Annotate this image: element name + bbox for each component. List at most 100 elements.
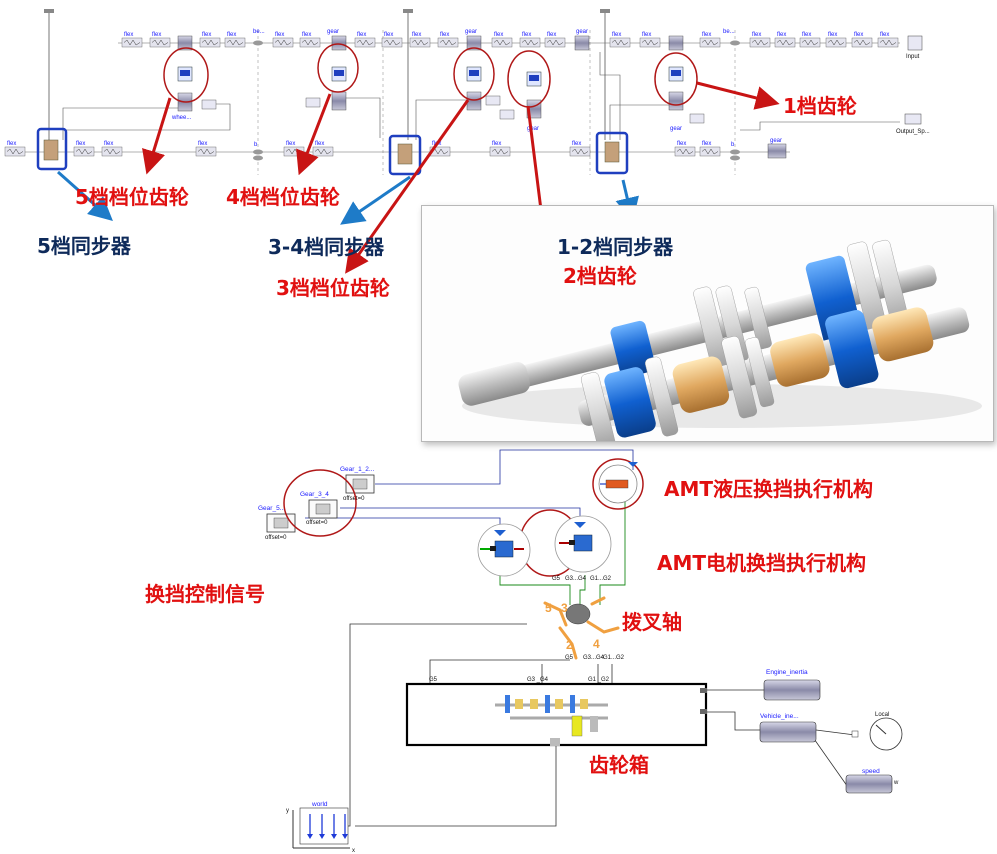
top-flex-label-21: flex: [854, 32, 863, 38]
label-gear3-position: 3档档位齿轮: [276, 276, 390, 300]
top-flex-block-19: [799, 37, 821, 48]
label-gear5-position: 5档档位齿轮: [75, 185, 189, 209]
gear5-label: Gear_5...: [258, 505, 285, 512]
top-flex-spring-21: [853, 39, 871, 46]
top-flex-label-17: flex: [752, 32, 761, 38]
top-flex-block-7: [354, 37, 376, 48]
speed-label: speed: [862, 768, 880, 775]
top-flex-spring-14: [611, 39, 629, 46]
gear-label-4: gear: [670, 126, 682, 132]
input-label: Input: [906, 54, 920, 60]
actuator-wires: [499, 500, 626, 605]
bottom-flex-blocks: [4, 146, 721, 157]
top-flex-block-9: [409, 37, 431, 48]
top-flex-block-8: [381, 37, 403, 48]
top-flex-label-20: flex: [828, 32, 837, 38]
top-flex-label-6: flex: [302, 32, 311, 38]
bearing-label-1: b: [254, 142, 258, 148]
shift-fork-shaft: 5 3 2 4 G5 G3...G4 G1...G2: [543, 596, 625, 661]
label-amt-hydraulic: AMT液压换挡执行机构: [664, 477, 874, 501]
bottom-flex-label-9: flex: [572, 141, 581, 147]
top-flex-spring-16: [701, 39, 719, 46]
engine-inertia: Engine_inertia: [763, 669, 821, 701]
top-flex-label-3: flex: [202, 32, 211, 38]
gear34-label: Gear_3_4: [300, 491, 329, 498]
top-flex-block-10: [437, 37, 459, 48]
label-sync5: 5档同步器: [37, 234, 131, 258]
top-flex-block-22: [877, 37, 899, 48]
top-flex-block-5: [272, 37, 294, 48]
top-flex-spring-3: [201, 39, 219, 46]
top-flex-block-14: [609, 37, 631, 48]
synchronizer-blocks: [36, 127, 629, 176]
top-flex-block-16: [699, 37, 721, 48]
vehicle-inertia: Vehicle_ine...: [759, 713, 817, 743]
world-frame: world y x: [286, 801, 355, 854]
top-flex-block-17: [749, 37, 771, 48]
label-gear2: 2档齿轮: [563, 264, 637, 288]
port-g3-mid: G3...G4: [583, 655, 605, 661]
top-flex-spring-20: [827, 39, 845, 46]
port-g5-mid: G5: [565, 655, 574, 661]
gearbox-port-g12: G1 _G2: [588, 677, 610, 683]
sync34-frame: [388, 134, 422, 176]
top-flex-block-13: [544, 37, 566, 48]
top-flex-label-14: flex: [612, 32, 621, 38]
bottom-flex-label-3: flex: [104, 141, 113, 147]
bottom-flex-label-6: flex: [315, 141, 324, 147]
bottom-flex-block-5: [283, 146, 305, 157]
bottom-flex-label-5: flex: [286, 141, 295, 147]
label-gear4-position: 4档档位齿轮: [226, 185, 340, 209]
label-sync34: 3-4档同步器: [268, 235, 385, 259]
gear12-offset: offset=0: [343, 496, 365, 502]
top-flex-block-1: [121, 37, 143, 48]
bottom-flex-spring-1: [6, 148, 24, 155]
top-flex-spring-18: [776, 39, 794, 46]
top-flex-spring-17: [751, 39, 769, 46]
wheel-label: whee...: [171, 115, 192, 121]
speed-w-label: w: [893, 780, 899, 786]
fork-digit-5: 5: [545, 601, 552, 615]
top-flex-spring-6: [301, 39, 319, 46]
top-flex-label-7: flex: [357, 32, 366, 38]
top-connection-lines: [62, 52, 900, 140]
output-label: Output_Sp...: [896, 129, 930, 135]
speed-sensor: speed w: [845, 768, 899, 794]
top-flex-label-16: flex: [702, 32, 711, 38]
top-flex-spring-11: [493, 39, 511, 46]
top-flex-label-15: flex: [642, 32, 651, 38]
top-flex-block-20: [825, 37, 847, 48]
bottom-flex-block-1: [4, 146, 26, 157]
port-g3-top: G3...G4: [565, 576, 587, 582]
bearing-label-2: b: [731, 142, 735, 148]
top-flex-label-9: flex: [412, 32, 421, 38]
top-flex-spring-19: [801, 39, 819, 46]
bottom-flex-label-4: flex: [198, 141, 207, 147]
bottom-flex-label-2: flex: [76, 141, 85, 147]
gear34-offset: offset=0: [306, 520, 328, 526]
top-flex-block-15: [639, 37, 661, 48]
gearbox-block: G5 G3 _G4 G1 _G2: [405, 677, 708, 747]
gear5-offset: offset=0: [265, 535, 287, 541]
sync12-frame: [595, 131, 629, 175]
gearbox-port-g5: G5: [429, 677, 438, 683]
gear-label-2: gear: [465, 29, 477, 35]
bottom-flex-label-10: flex: [677, 141, 686, 147]
red-arrows: [142, 81, 780, 278]
mount-lines: [48, 12, 606, 140]
label-fork-shaft: 拨叉轴: [622, 610, 682, 634]
input-block: Input: [906, 35, 923, 60]
top-flex-spring-1: [123, 39, 141, 46]
motor-actuator-left: [477, 523, 531, 577]
bottom-flex-block-9: [569, 146, 591, 157]
top-flex-spring-15: [641, 39, 659, 46]
top-flex-label-2: flex: [152, 32, 161, 38]
bearing-markers: b b: [253, 40, 740, 161]
bottom-flex-block-8: [489, 146, 511, 157]
gearbox-3d-illustration: [458, 239, 982, 441]
gear-stacks: gear gear gear be... be... whee..: [171, 29, 735, 132]
local-gauge: Local: [851, 712, 903, 751]
label-gear1: 1档齿轮: [783, 94, 857, 118]
top-flex-spring-4: [226, 39, 244, 46]
